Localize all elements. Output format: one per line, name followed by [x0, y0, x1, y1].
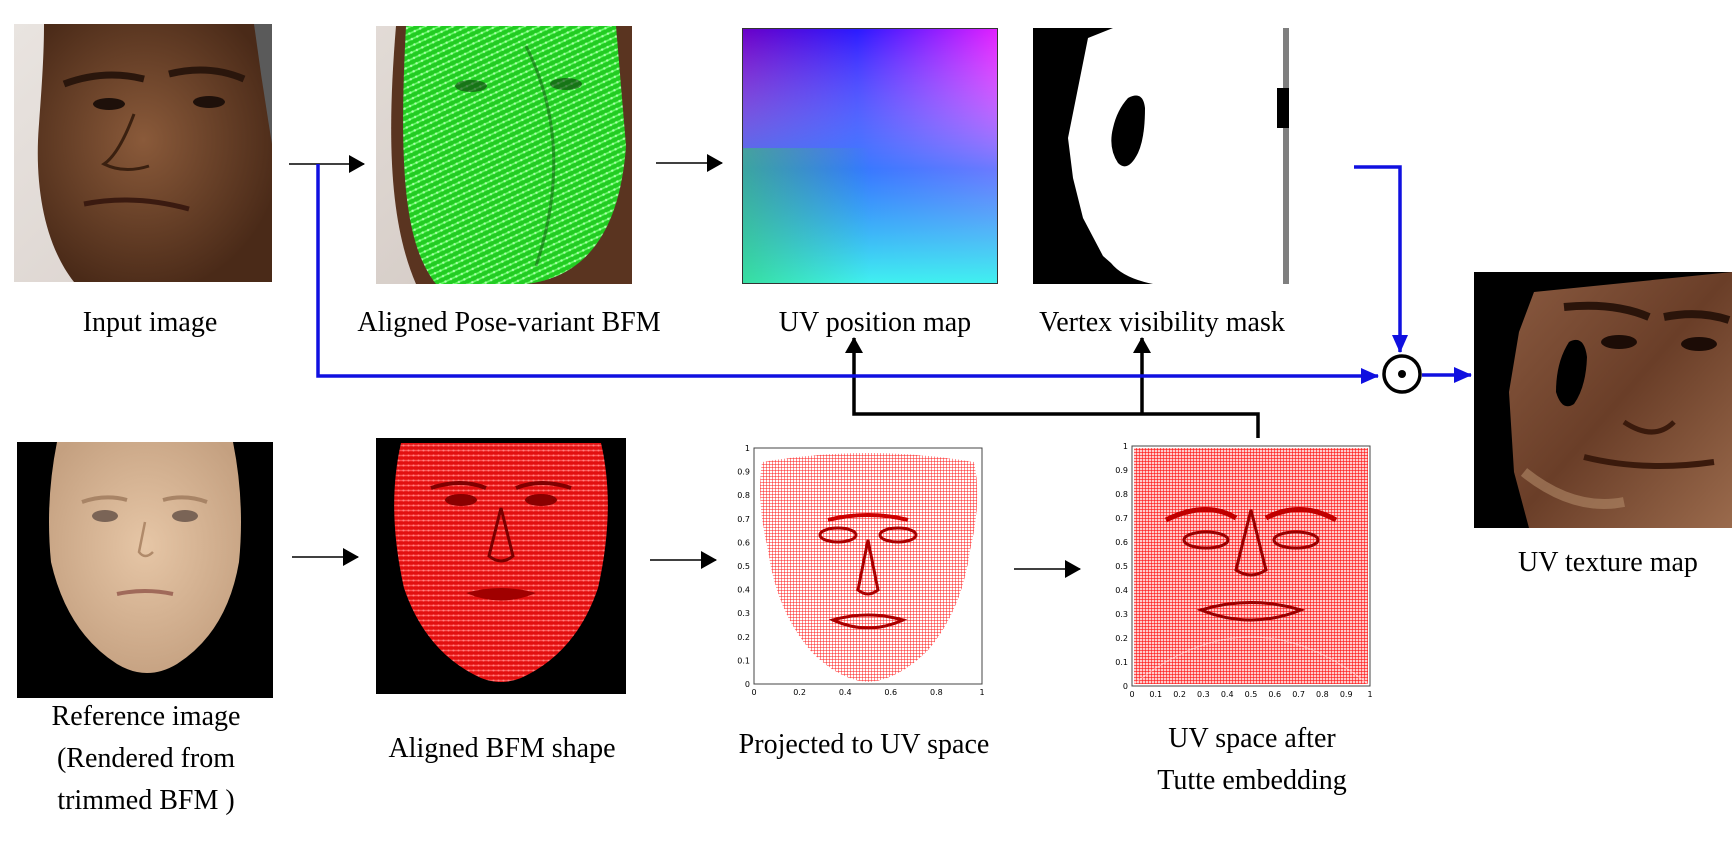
- projected-y-tick: 0.3: [737, 609, 750, 618]
- projected-x-tick: 0.4: [839, 688, 852, 697]
- caption-aligned-pose-variant-bfm: Aligned Pose-variant BFM: [357, 307, 661, 338]
- caption-uv-space-after-tutte: UV space after Tutte embedding: [1120, 718, 1384, 802]
- tutte-x-tick: 1: [1367, 690, 1372, 699]
- caption-reference-image: Reference image (Rendered from trimmed B…: [14, 696, 278, 822]
- arrow-input-blue-path: [316, 164, 1379, 384]
- tutte-y-tick: 0.7: [1115, 514, 1128, 523]
- projected-y-tick: 0.6: [737, 538, 750, 547]
- caption-tutte-line-2: Tutte embedding: [1157, 765, 1347, 796]
- uv-texture-map-image: [1474, 272, 1732, 528]
- projected-y-tick: 0.9: [737, 468, 750, 477]
- caption-uv-texture-map: UV texture map: [1518, 547, 1698, 578]
- caption-tutte-line-1: UV space after: [1168, 723, 1336, 754]
- hadamard-operator-icon: [1382, 354, 1422, 394]
- tutte-y-tick: 0.8: [1115, 490, 1128, 499]
- projected-x-tick: 1: [979, 688, 984, 697]
- projected-x-tick: 0.2: [793, 688, 806, 697]
- projected-y-tick: 0.7: [737, 515, 750, 524]
- aligned-bfm-shape-image: [376, 438, 626, 694]
- caption-vertex-visibility-mask: Vertex visibility mask: [1039, 307, 1285, 338]
- arrow-tutte-branch: [845, 337, 1260, 438]
- projected-y-tick: 0.1: [737, 656, 750, 665]
- tutte-x-tick: 0.3: [1197, 690, 1210, 699]
- tutte-x-tick: 0.5: [1245, 690, 1258, 699]
- tutte-x-tick: 0.6: [1268, 690, 1281, 699]
- tutte-y-tick: 0.3: [1115, 610, 1128, 619]
- vertex-visibility-mask-image: [1033, 28, 1289, 284]
- projected-uv-plot: 0 0.2 0.4 0.6 0.8 1 0 0.1 0.2 0.3 0.4 0.5 0.6 0.7 0.8…: [718, 440, 988, 702]
- tutte-y-tick: 0.5: [1115, 562, 1128, 571]
- projected-y-tick: 0.5: [737, 562, 750, 571]
- uv-position-map-image: [742, 28, 998, 284]
- caption-aligned-bfm-shape: Aligned BFM shape: [388, 733, 616, 764]
- tutte-y-tick: 0.1: [1115, 658, 1128, 667]
- projected-y-tick: 0.2: [737, 633, 750, 642]
- caption-input-image: Input image: [82, 307, 218, 338]
- projected-y-tick: 0.4: [737, 586, 750, 595]
- tutte-x-tick: 0.7: [1292, 690, 1305, 699]
- tutte-x-tick: 0.2: [1173, 690, 1186, 699]
- caption-uv-position-map: UV position map: [778, 307, 972, 338]
- projected-x-tick: 0.8: [930, 688, 943, 697]
- tutte-x-tick: 0: [1129, 690, 1134, 699]
- caption-reference-line-3: trimmed BFM ): [57, 785, 235, 816]
- tutte-uv-plot: 0 0.1 0.2 0.3 0.4 0.5 0.6 0.7 0.8 0.9 1 0 0.1 0.2 0.3…: [1106, 440, 1376, 702]
- projected-x-tick: 0: [751, 688, 756, 697]
- tutte-y-tick: 0.9: [1115, 466, 1128, 475]
- tutte-y-tick: 0.6: [1115, 538, 1128, 547]
- caption-projected-to-uv-space: Projected to UV space: [738, 729, 990, 760]
- input-image: [14, 24, 272, 282]
- aligned-pose-variant-bfm-image: [376, 26, 632, 284]
- reference-image: [17, 442, 273, 698]
- projected-y-tick: 0: [745, 680, 750, 689]
- caption-reference-line-1: Reference image: [51, 701, 241, 732]
- tutte-y-tick: 0.4: [1115, 586, 1128, 595]
- projected-y-tick: 0.8: [737, 491, 750, 500]
- tutte-y-tick: 0.2: [1115, 634, 1128, 643]
- projected-x-tick: 0.6: [884, 688, 897, 697]
- projected-y-tick: 1: [745, 444, 750, 453]
- tutte-x-tick: 0.4: [1221, 690, 1234, 699]
- tutte-x-tick: 0.8: [1316, 690, 1329, 699]
- tutte-y-tick: 1: [1123, 442, 1128, 451]
- arrow-mask-blue-path: [1354, 165, 1408, 353]
- tutte-y-tick: 0: [1123, 682, 1128, 691]
- tutte-x-tick: 0.9: [1340, 690, 1353, 699]
- caption-reference-line-2: (Rendered from: [56, 743, 236, 774]
- tutte-x-tick: 0.1: [1149, 690, 1162, 699]
